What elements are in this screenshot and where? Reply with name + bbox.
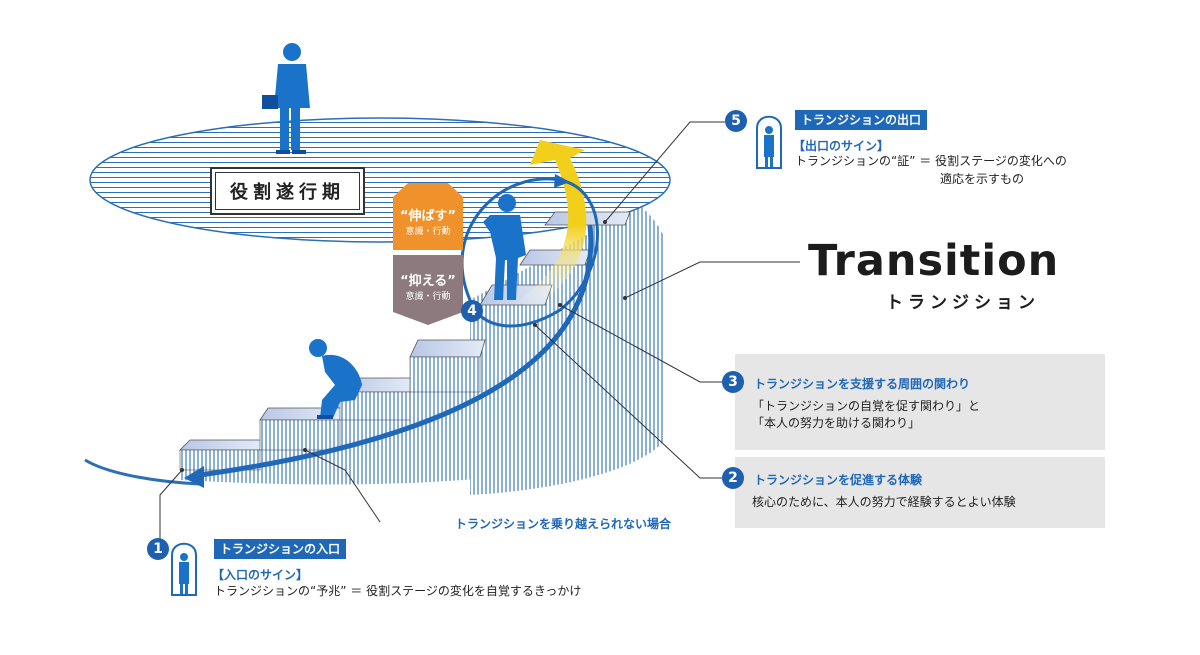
tag-suppress-sub: 意識・行動: [405, 292, 451, 302]
badge-5: 5: [725, 110, 747, 132]
tag-suppress-main: “抑える”: [400, 274, 456, 289]
support-heading: トランジションを支援する周囲の関わり: [754, 377, 971, 391]
tag-extend-main: “伸ばす”: [399, 209, 457, 224]
connector-fail: [304, 449, 381, 523]
entrance-sign-title: 【入口のサイン】: [212, 568, 309, 582]
loop-arrow: [460, 177, 599, 328]
exit-line-1: トランジションの“証” ＝ 役割ステージの変化への: [795, 154, 1067, 168]
fail-label: トランジションを乗り越えられない場合: [455, 517, 672, 531]
long-arc-arrow: [199, 224, 594, 478]
stair-side: [180, 225, 660, 485]
exit-sign-title: 【出口のサイン】: [793, 139, 890, 153]
door-entrance-icon: [171, 542, 197, 596]
businessman-figure: [262, 43, 310, 154]
connector-5: [604, 121, 725, 223]
support-line-2: 「本人の努力を助ける関わり」: [752, 416, 921, 430]
floor-ring: [84, 458, 201, 486]
tag-extend: “伸ばす” 意識・行動: [393, 205, 463, 237]
page-subtitle: トランジション: [886, 293, 1040, 313]
connector-2: [534, 324, 722, 479]
experience-heading: トランジションを促進する体験: [754, 473, 923, 487]
connector-1: [159, 469, 183, 548]
experience-text: 核心のために、本人の努力で経験するとよい体験: [752, 495, 1016, 509]
step-4: [409, 339, 486, 358]
support-panel: [735, 354, 1105, 450]
badge-2: 2: [722, 467, 744, 489]
support-line-1: 「トランジションの自覚を促す関わり」と: [752, 399, 981, 413]
sitting-figure: [309, 339, 362, 419]
badge-4: 4: [461, 300, 483, 322]
page-title: Transition: [808, 236, 1060, 286]
exit-line-2: 適応を示すもの: [940, 172, 1025, 186]
tag-suppress-shape: [393, 255, 463, 325]
climbing-figure: [483, 194, 526, 300]
step-7: [544, 211, 631, 226]
badge-1: 1: [147, 538, 169, 560]
experience-panel: [735, 457, 1105, 528]
connector-3: [559, 304, 722, 383]
entrance-heading: トランジションの入口: [214, 539, 347, 559]
stage-label-box: 役割遂行期: [210, 167, 365, 215]
connector-title: [624, 261, 800, 299]
door-exit-icon: [756, 115, 782, 169]
stage-label: 役割遂行期: [215, 172, 360, 210]
tag-extend-shape: [393, 183, 463, 250]
entrance-text: トランジションの“予兆” ＝ 役割ステージの変化を自覚するきっかけ: [214, 584, 582, 598]
tag-extend-sub: 意識・行動: [405, 227, 451, 237]
exit-heading: トランジションの出口: [795, 110, 928, 130]
step-1: [179, 439, 263, 451]
tag-suppress: “抑える” 意識・行動: [393, 270, 463, 302]
badge-3: 3: [722, 371, 744, 393]
